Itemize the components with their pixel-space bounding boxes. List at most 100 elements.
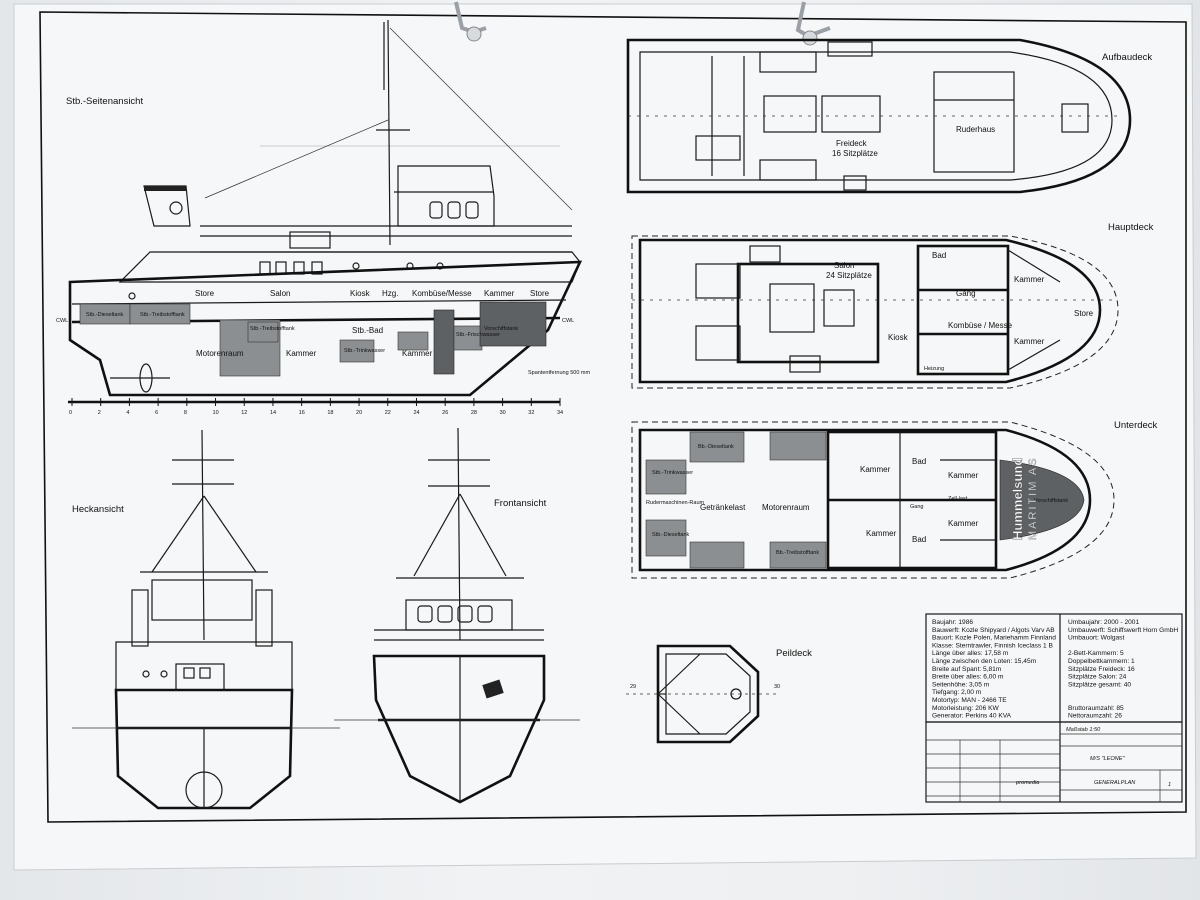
lower-deck-title: Unterdeck <box>1114 420 1158 431</box>
frame-label: 4 <box>126 410 129 416</box>
svg-text:Vorschiffstank: Vorschiffstank <box>484 326 518 332</box>
salon-label: Salon <box>834 261 854 270</box>
aft-view: Heckansicht <box>72 429 340 810</box>
title-company: promedia <box>1015 780 1039 786</box>
svg-text:MARITIM AS: MARITIM AS <box>1027 456 1039 540</box>
frame-label: 16 <box>299 410 305 416</box>
drawing-frame <box>39 11 1187 823</box>
frame-label: 34 <box>557 410 563 416</box>
spec-left-row: Bauwerft: Kozle Shipyard / Algots Varv A… <box>932 627 1055 634</box>
svg-text:Stb.-Frischwasser: Stb.-Frischwasser <box>456 332 500 338</box>
spec-right-row: Sitzplätze Freideck: 16 <box>1068 666 1135 673</box>
svg-text:Hummelsund: Hummelsund <box>1010 458 1025 540</box>
lower-kammer-4: Kammer <box>948 519 979 528</box>
svg-text:Bb.-Treibstofftank: Bb.-Treibstofftank <box>776 550 819 556</box>
svg-text:Stb.-Dieseltank: Stb.-Dieseltank <box>86 312 124 318</box>
main-heating-label: Heizung <box>924 366 944 372</box>
frame-label: 6 <box>155 410 158 416</box>
front-view: Frontansicht <box>334 427 580 804</box>
main-deck-title: Hauptdeck <box>1108 222 1154 233</box>
svg-text:29: 29 <box>630 684 636 690</box>
spec-left-row: Motortyp: MAN - 2466 TE <box>932 697 1007 704</box>
frame-label: 22 <box>385 410 391 416</box>
lower-bad-2: Bad <box>912 535 926 544</box>
spec-left-row: Länge über alles: 17,58 m <box>932 650 1009 657</box>
frame-label: 18 <box>327 410 333 416</box>
lower-deck-plan: Unterdeck Stb.-Trinkwasser Stb.-Dieselta… <box>631 420 1158 579</box>
room-heating: Hzg. <box>382 289 398 298</box>
svg-text:Stb.-Dieseltank: Stb.-Dieseltank <box>652 532 690 538</box>
spec-right-row: Umbauwerft: Schiffswerft Horn GmbH <box>1068 627 1178 634</box>
svg-text:CWL: CWL <box>562 318 574 324</box>
lower-kammer-1: Kammer <box>860 465 891 474</box>
lower-kammer-2: Kammer <box>866 529 897 538</box>
lower-getraenke-label: Getränkelast <box>700 503 746 512</box>
binder-clips <box>454 1 831 46</box>
salon-seats: 24 Sitzplätze <box>826 271 872 280</box>
spec-right-row: Umbaujahr: 2000 - 2001 <box>1068 619 1139 626</box>
room-salon: Salon <box>270 289 290 298</box>
main-kammer-1: Kammer <box>1014 275 1045 284</box>
main-kiosk-label: Kiosk <box>888 333 909 342</box>
peildeck-title: Peildeck <box>776 648 812 659</box>
lower-zell-label: Zell-last <box>948 496 968 502</box>
frame-label: 2 <box>98 410 101 416</box>
spec-right-row: Sitzplätze gesamt: 40 <box>1068 681 1131 688</box>
title-drawing: GENERALPLAN <box>1094 780 1136 786</box>
room-store-aft: Store <box>195 289 215 298</box>
front-view-title: Frontansicht <box>494 498 547 509</box>
aft-view-title: Heckansicht <box>72 504 124 515</box>
spec-right-row: Doppelbettkammern: 1 <box>1068 658 1135 665</box>
room-engine: Motorenraum <box>196 349 244 358</box>
svg-text:30: 30 <box>774 684 780 690</box>
room-cabin-2: Kammer <box>402 349 433 358</box>
lower-gang-label: Gang <box>910 504 923 510</box>
main-store-label: Store <box>1074 309 1094 318</box>
lower-engine-label: Motorenraum <box>762 503 810 512</box>
frame-label: 26 <box>442 410 448 416</box>
side-view-title: Stb.-Seitenansicht <box>66 96 143 107</box>
svg-text:Stb.-Treibstofftank: Stb.-Treibstofftank <box>140 312 185 318</box>
frame-label: 14 <box>270 410 276 416</box>
main-kammer-2: Kammer <box>1014 337 1045 346</box>
spec-left-row: Bauort: Kozle Polen, Mariehamm Finnland <box>932 635 1056 642</box>
upper-deck-title: Aufbaudeck <box>1102 52 1152 63</box>
svg-text:CWL: CWL <box>56 318 68 324</box>
frame-label: 24 <box>413 410 419 416</box>
spec-right-row: Sitzplätze Salon: 24 <box>1068 674 1127 681</box>
spec-left-row: Tiefgang: 2,00 m <box>932 689 982 696</box>
svg-text:Stb.-Trinkwasser: Stb.-Trinkwasser <box>652 470 693 476</box>
freideck-label: Freideck <box>836 139 868 148</box>
title-ship-name: M/S "LEONE" <box>1090 756 1125 762</box>
room-cabin-top: Kammer <box>484 289 515 298</box>
frame-label: 12 <box>241 410 247 416</box>
spec-right-row: Umbauort: Wolgast <box>1068 635 1124 642</box>
lower-bad-1: Bad <box>912 457 926 466</box>
spec-left-row: Baujahr: 1986 <box>932 619 973 626</box>
svg-text:Vorschiffstank: Vorschiffstank <box>1034 498 1068 504</box>
title-scale: Maßstab 1:50 <box>1066 727 1101 733</box>
spec-right-row: Nettoraumzahl: 26 <box>1068 713 1122 720</box>
lower-ruder-label: Rudermaschinen-Raum <box>646 500 704 506</box>
room-galley: Kombüse/Messe <box>412 289 472 298</box>
spec-right-row: 2-Bett-Kammern: 5 <box>1068 650 1124 657</box>
room-kiosk: Kiosk <box>350 289 371 298</box>
paper-sheet <box>13 3 1197 871</box>
frame-label: 28 <box>471 410 477 416</box>
frame-label: 32 <box>528 410 534 416</box>
spec-left-row: Seitenhöhe: 3,05 m <box>932 681 990 688</box>
svg-text:Stb.-Treibstofftank: Stb.-Treibstofftank <box>250 326 295 332</box>
frame-label: 20 <box>356 410 362 416</box>
svg-text:Bb.-Dieseltank: Bb.-Dieseltank <box>698 444 734 450</box>
upper-deck-plan: Aufbaudeck Freideck 16 Sitzplätze Ruderh… <box>626 38 1152 194</box>
room-store-fore: Store <box>530 289 550 298</box>
title-block: Maßstab 1:50 M/S "LEONE" promedia GENERA… <box>925 721 1183 803</box>
spec-left-row: Länge zwischen den Loten: 15,45m <box>932 658 1037 665</box>
spec-right-row: Bruttoraumzahl: 85 <box>1068 705 1124 712</box>
svg-text:Stb.-Trinkwasser: Stb.-Trinkwasser <box>344 348 385 354</box>
main-galley-label: Kombüse / Messe <box>948 321 1013 330</box>
